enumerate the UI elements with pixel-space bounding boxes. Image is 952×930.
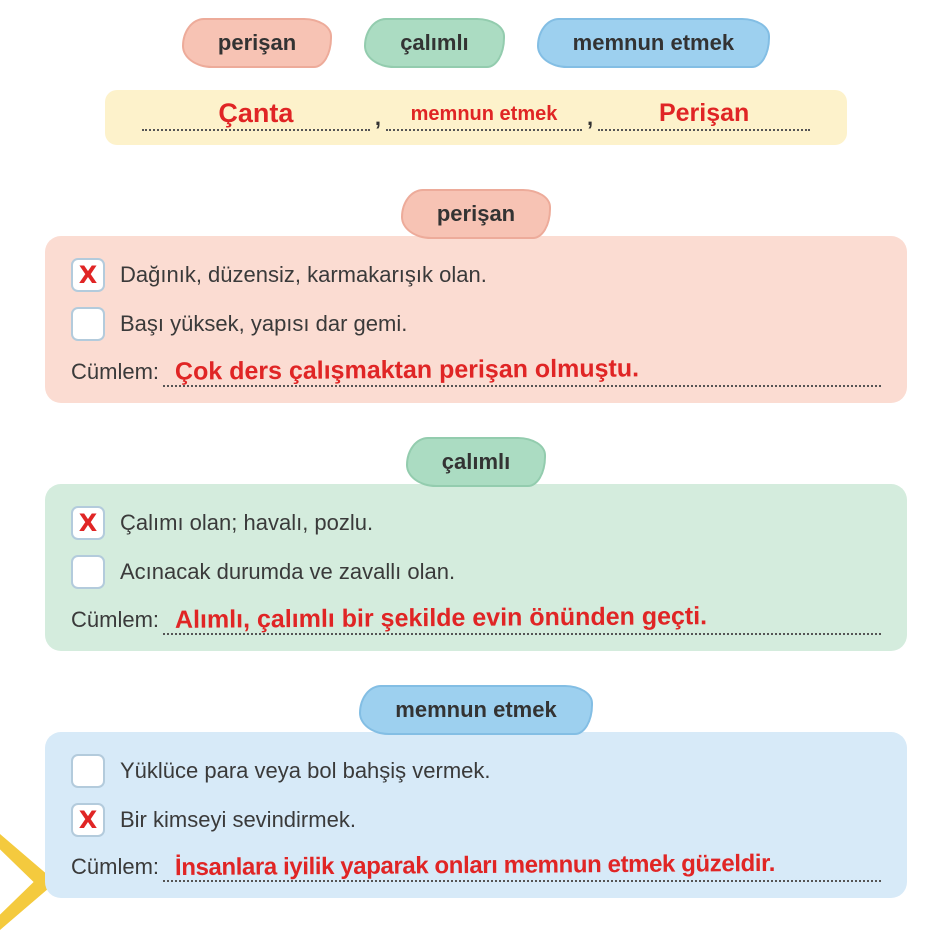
definition-box-calimli: X Çalımı olan; havalı, pozlu. Acınacak d… bbox=[45, 484, 907, 651]
option-row: X Dağınık, düzensiz, karmakarışık olan. bbox=[71, 258, 881, 292]
sentence-label: Cümlem: bbox=[71, 359, 160, 384]
section-title-label: memnun etmek bbox=[395, 697, 557, 722]
word-tag-memnun-etmek: memnun etmek bbox=[536, 18, 771, 68]
section-header: çalımlı bbox=[0, 437, 952, 487]
definition-checkbox[interactable]: X bbox=[71, 506, 105, 540]
option-row: Yüklüce para veya bol bahşiş vermek. bbox=[71, 754, 881, 788]
sentence-row: Cümlem: İnsanlara iyilik yaparak onları … bbox=[71, 852, 881, 882]
definition-checkbox[interactable] bbox=[71, 307, 105, 341]
word-tag-label: çalımlı bbox=[400, 30, 469, 55]
option-label: Bir kimseyi sevindirmek. bbox=[120, 807, 356, 832]
word-tag-label: memnun etmek bbox=[572, 30, 735, 55]
option-row: X Çalımı olan; havalı, pozlu. bbox=[71, 506, 881, 540]
definition-checkbox[interactable] bbox=[71, 754, 105, 788]
option-label: Dağınık, düzensiz, karmakarışık olan. bbox=[120, 262, 487, 287]
sentence-line[interactable]: Çok ders çalışmaktan perişan olmuştu. bbox=[163, 356, 881, 387]
handwritten-answer: Perişan bbox=[658, 99, 750, 127]
section-title-memnun-etmek: memnun etmek bbox=[359, 685, 593, 735]
definition-checkbox[interactable]: X bbox=[71, 258, 105, 292]
word-bank: perişan çalımlı memnun etmek bbox=[0, 18, 952, 68]
comma-separator: , bbox=[587, 105, 594, 130]
sentence-line[interactable]: İnsanlara iyilik yaparak onları memnun e… bbox=[163, 852, 881, 882]
section-title-perisan: perişan bbox=[400, 189, 552, 239]
option-row: X Bir kimseyi sevindirmek. bbox=[71, 803, 881, 837]
sentence-row: Cümlem: Alımlı, çalımlı bir şekilde evin… bbox=[71, 604, 881, 635]
sentence-label: Cümlem: bbox=[71, 607, 160, 632]
section-title-label: çalımlı bbox=[441, 449, 511, 474]
answer-strip: Çanta , memnun etmek , Perişan bbox=[105, 90, 847, 145]
definition-checkbox[interactable]: X bbox=[71, 803, 105, 837]
comma-separator: , bbox=[374, 105, 381, 130]
x-mark: X bbox=[78, 806, 98, 834]
word-tag-label: perişan bbox=[217, 30, 297, 55]
sentence-label: Cümlem: bbox=[71, 854, 160, 879]
section-calimli: çalımlı X Çalımı olan; havalı, pozlu. Ac… bbox=[0, 437, 952, 651]
word-tag-perisan: perişan bbox=[181, 18, 333, 68]
definition-box-perisan: X Dağınık, düzensiz, karmakarışık olan. … bbox=[45, 236, 907, 403]
section-title-calimli: çalımlı bbox=[405, 437, 547, 487]
section-header: perişan bbox=[0, 189, 952, 239]
handwritten-answer: Çanta bbox=[218, 98, 294, 128]
sentence-row: Cümlem: Çok ders çalışmaktan perişan olm… bbox=[71, 356, 881, 387]
option-label: Yüklüce para veya bol bahşiş vermek. bbox=[120, 758, 491, 783]
section-memnun-etmek: memnun etmek Yüklüce para veya bol bahşi… bbox=[0, 685, 952, 898]
option-label: Başı yüksek, yapısı dar gemi. bbox=[120, 311, 408, 336]
answer-blank-3[interactable]: Perişan bbox=[598, 99, 811, 131]
option-label: Acınacak durumda ve zavallı olan. bbox=[120, 559, 456, 584]
option-row: Başı yüksek, yapısı dar gemi. bbox=[71, 307, 881, 341]
handwritten-sentence: İnsanlara iyilik yaparak onları memnun e… bbox=[174, 852, 776, 882]
section-header: memnun etmek bbox=[0, 685, 952, 735]
answer-blank-2[interactable]: memnun etmek bbox=[386, 103, 582, 131]
x-mark: X bbox=[78, 261, 98, 289]
definition-box-memnun-etmek: Yüklüce para veya bol bahşiş vermek. X B… bbox=[45, 732, 907, 898]
sentence-line[interactable]: Alımlı, çalımlı bir şekilde evin önünden… bbox=[163, 604, 881, 635]
section-title-label: perişan bbox=[436, 201, 516, 226]
handwritten-sentence: Alımlı, çalımlı bir şekilde evin önünden… bbox=[174, 604, 708, 634]
answer-blank-1[interactable]: Çanta bbox=[141, 98, 370, 131]
handwritten-answer: memnun etmek bbox=[410, 103, 558, 125]
x-mark: X bbox=[78, 509, 98, 537]
option-label: Çalımı olan; havalı, pozlu. bbox=[120, 510, 374, 535]
word-tag-calimli: çalımlı bbox=[364, 18, 505, 68]
section-perisan: perişan X Dağınık, düzensiz, karmakarışı… bbox=[0, 189, 952, 403]
handwritten-sentence: Çok ders çalışmaktan perişan olmuştu. bbox=[174, 356, 640, 386]
definition-checkbox[interactable] bbox=[71, 555, 105, 589]
option-row: Acınacak durumda ve zavallı olan. bbox=[71, 555, 881, 589]
